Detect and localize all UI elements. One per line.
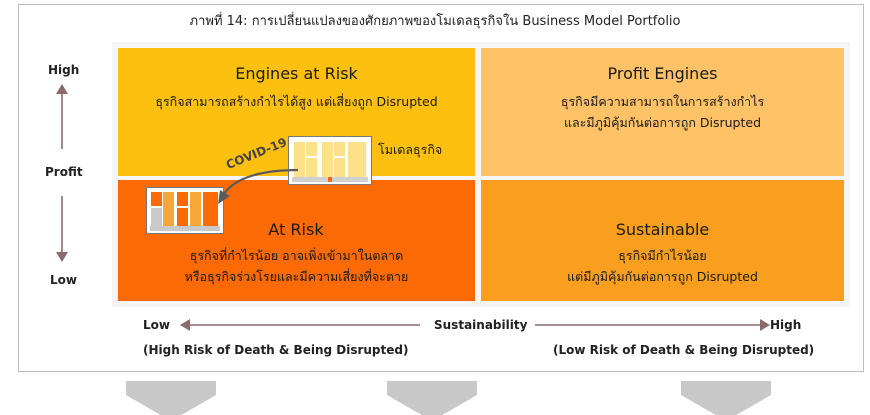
quadrant-desc-line: หรือธุรกิจร่วงโรยและมีความเสี่ยงที่จะตาย xyxy=(184,269,409,284)
x-axis-low-note: (High Risk of Death & Being Disrupted) xyxy=(143,343,409,357)
down-arrow-icon xyxy=(681,381,771,415)
quadrant-desc-line: แต่มีภูมิคุ้มกันต่อการถูก Disrupted xyxy=(567,269,758,284)
y-axis-low: Low xyxy=(50,273,77,287)
x-axis-arrows-icon xyxy=(180,319,770,331)
quadrant-desc-line: ธุรกิจสามารถสร้างกำไรได้สูง แต่เสี่ยงถูก… xyxy=(155,94,438,109)
quadrant-desc-line: และมีภูมิคุ้มกันต่อการถูก Disrupted xyxy=(563,115,762,130)
business-model-icon xyxy=(288,136,372,185)
quadrant-title: Sustainable xyxy=(615,220,710,239)
quadrant-desc-line: ธุรกิจที่กำไรน้อย อาจเพิ่งเข้ามาในตลาด xyxy=(189,248,404,263)
x-axis-label: Sustainability xyxy=(434,318,528,332)
quadrant-desc-line: ธุรกิจมีกำไรน้อย xyxy=(618,248,707,263)
diagram-title: ภาพที่ 14: การเปลี่ยนแปลงของศักยภาพของโม… xyxy=(189,14,681,29)
y-axis-label: Profit xyxy=(45,165,83,179)
quadrant-profit-engines: Profit Engines ธุรกิจมีความสามารถในการสร… xyxy=(481,48,844,176)
x-axis-high-note: (Low Risk of Death & Being Disrupted) xyxy=(553,343,815,357)
down-arrow-icon xyxy=(387,381,477,415)
y-axis-arrows-icon xyxy=(56,84,68,262)
x-axis-high: High xyxy=(770,318,802,332)
quadrant-sustainable: Sustainable ธุรกิจมีกำไรน้อย แต่มีภูมิคุ… xyxy=(481,180,844,301)
quadrant-desc-line: ธุรกิจมีความสามารถในการสร้างกำไร xyxy=(560,94,765,109)
y-axis-high: High xyxy=(48,63,80,77)
business-model-risk-icon xyxy=(146,187,224,234)
down-arrow-icon xyxy=(126,381,216,415)
quadrant-title: Engines at Risk xyxy=(235,64,358,83)
quadrant-title: Profit Engines xyxy=(607,64,718,83)
x-axis-low: Low xyxy=(143,318,170,332)
business-model-label: โมเดลธุรกิจ xyxy=(378,142,443,157)
covid-arrow-icon xyxy=(218,168,299,204)
quadrant-title: At Risk xyxy=(268,220,324,239)
